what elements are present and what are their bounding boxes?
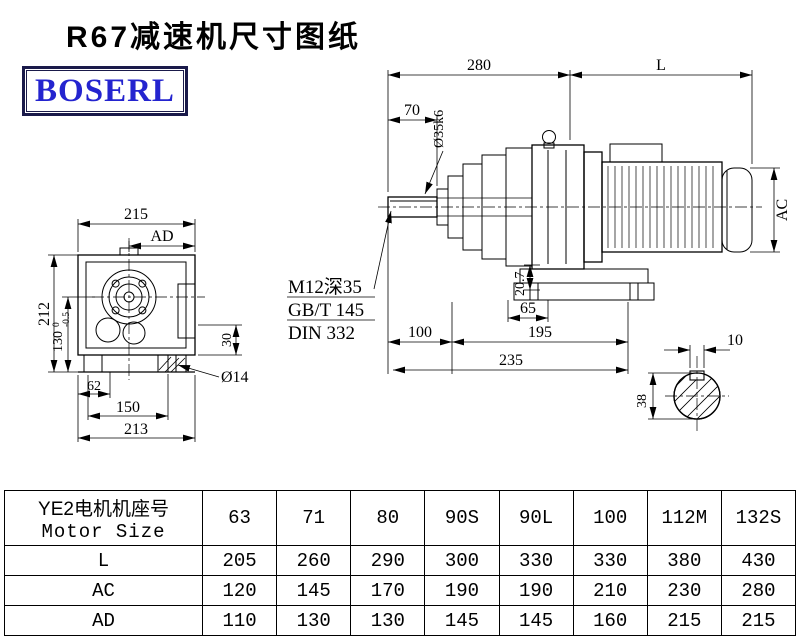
dim-100: 100 — [408, 324, 432, 341]
dim-AC: AC — [774, 199, 791, 221]
row-label-AD: AD — [4, 605, 203, 636]
dim-L: L — [656, 57, 666, 74]
table-row-AD: AD 110 130 130 145 145 160 215 215 — [4, 605, 797, 636]
size-132S: 132S — [720, 490, 797, 546]
cell-AC-0: 120 — [201, 575, 278, 606]
dim-38: 38 — [635, 394, 650, 408]
dimension-table: YE2电机机座号 Motor Size 63 71 80 90S 90L 100… — [4, 490, 797, 636]
motor-size-label-en: Motor Size — [41, 520, 166, 543]
dimension-table-container: YE2电机机座号 Motor Size 63 71 80 90S 90L 100… — [4, 490, 797, 636]
table-row-L: L 205 260 290 300 330 330 380 430 — [4, 545, 797, 576]
cell-AC-1: 145 — [276, 575, 352, 606]
size-63: 63 — [201, 490, 278, 546]
cell-L-4: 330 — [498, 545, 574, 576]
table-row-header: YE2电机机座号 Motor Size 63 71 80 90S 90L 100… — [4, 490, 797, 546]
shaft-end-dimension-lines — [648, 345, 730, 420]
brand-logo: BOSERL — [22, 66, 188, 116]
cell-AD-3: 145 — [424, 605, 500, 636]
cell-AD-2: 130 — [350, 605, 426, 636]
cell-L-7: 430 — [720, 545, 797, 576]
thread-note-line1: M12深35 — [288, 276, 362, 298]
dim-62: 62 — [87, 379, 101, 394]
side-view-dimension-lines — [287, 70, 780, 374]
row-label-L: L — [4, 545, 203, 576]
cell-AC-4: 190 — [498, 575, 574, 606]
motor-size-label-cn: YE2电机机座号 — [38, 498, 169, 520]
page-title: R67减速机尺寸图纸 — [66, 21, 362, 54]
cell-AC-6: 230 — [646, 575, 722, 606]
thread-note-line2: GB/T 145 — [288, 300, 364, 321]
thread-note-line3: DIN 332 — [288, 323, 355, 344]
front-view-outline — [77, 238, 205, 380]
dim-130-group: 130 0 -0.5 — [51, 312, 72, 352]
cell-L-1: 260 — [276, 545, 352, 576]
dim-195: 195 — [528, 324, 552, 341]
cell-AD-1: 130 — [276, 605, 352, 636]
cell-AD-7: 215 — [720, 605, 797, 636]
dim-30: 30 — [220, 333, 235, 347]
front-view: 215 AD 212 130 0 -0.5 62 150 213 Ø14 30 — [36, 206, 249, 442]
technical-drawing: 215 AD 212 130 0 -0.5 62 150 213 Ø14 30 — [36, 57, 791, 442]
dim-150: 150 — [116, 399, 140, 416]
size-100: 100 — [572, 490, 648, 546]
shaft-end-outline — [665, 356, 729, 434]
dim-70: 70 — [404, 102, 420, 119]
cell-AC-5: 210 — [572, 575, 648, 606]
dim-215: 215 — [124, 206, 148, 223]
cell-AD-6: 215 — [646, 605, 722, 636]
cell-AD-4: 145 — [498, 605, 574, 636]
table-row-AC: AC 120 145 170 190 190 210 230 280 — [4, 575, 797, 606]
size-112M: 112M — [646, 490, 722, 546]
size-90S: 90S — [424, 490, 500, 546]
shaft-end-view: 10 38 — [635, 332, 743, 434]
dim-213: 213 — [124, 421, 148, 438]
cell-AC-3: 190 — [424, 575, 500, 606]
side-view: 280 L 70 Ø35k6 M12深35 GB/T 145 DIN 332 2… — [287, 57, 791, 374]
dim-212: 212 — [36, 302, 53, 326]
dim-65: 65 — [520, 300, 536, 317]
cell-L-0: 205 — [201, 545, 278, 576]
size-71: 71 — [276, 490, 352, 546]
dim-130: 130 — [51, 331, 66, 352]
dim-dia14: Ø14 — [221, 369, 249, 386]
cell-L-3: 300 — [424, 545, 500, 576]
dim-130-tol-top: 0 — [52, 322, 62, 327]
cell-L-2: 290 — [350, 545, 426, 576]
cell-L-6: 380 — [646, 545, 722, 576]
side-view-outline — [378, 130, 762, 301]
brand-logo-text: BOSERL — [35, 72, 175, 109]
dim-ad: AD — [150, 228, 173, 245]
row-label-AC: AC — [4, 575, 203, 606]
size-90L: 90L — [498, 490, 574, 546]
cell-AC-2: 170 — [350, 575, 426, 606]
cell-L-5: 330 — [572, 545, 648, 576]
dim-dia35k6: Ø35k6 — [432, 110, 447, 148]
cell-AC-7: 280 — [720, 575, 797, 606]
motor-size-header-cell: YE2电机机座号 Motor Size — [4, 490, 203, 546]
front-view-dimension-lines — [48, 219, 242, 442]
dim-20-7: 20.7 — [513, 272, 528, 297]
cell-AD-5: 160 — [572, 605, 648, 636]
dim-280: 280 — [467, 57, 491, 74]
dim-235: 235 — [499, 352, 523, 369]
cell-AD-0: 110 — [201, 605, 278, 636]
dim-10: 10 — [727, 332, 743, 349]
dim-130-tol-bottom: -0.5 — [62, 312, 72, 327]
size-80: 80 — [350, 490, 426, 546]
